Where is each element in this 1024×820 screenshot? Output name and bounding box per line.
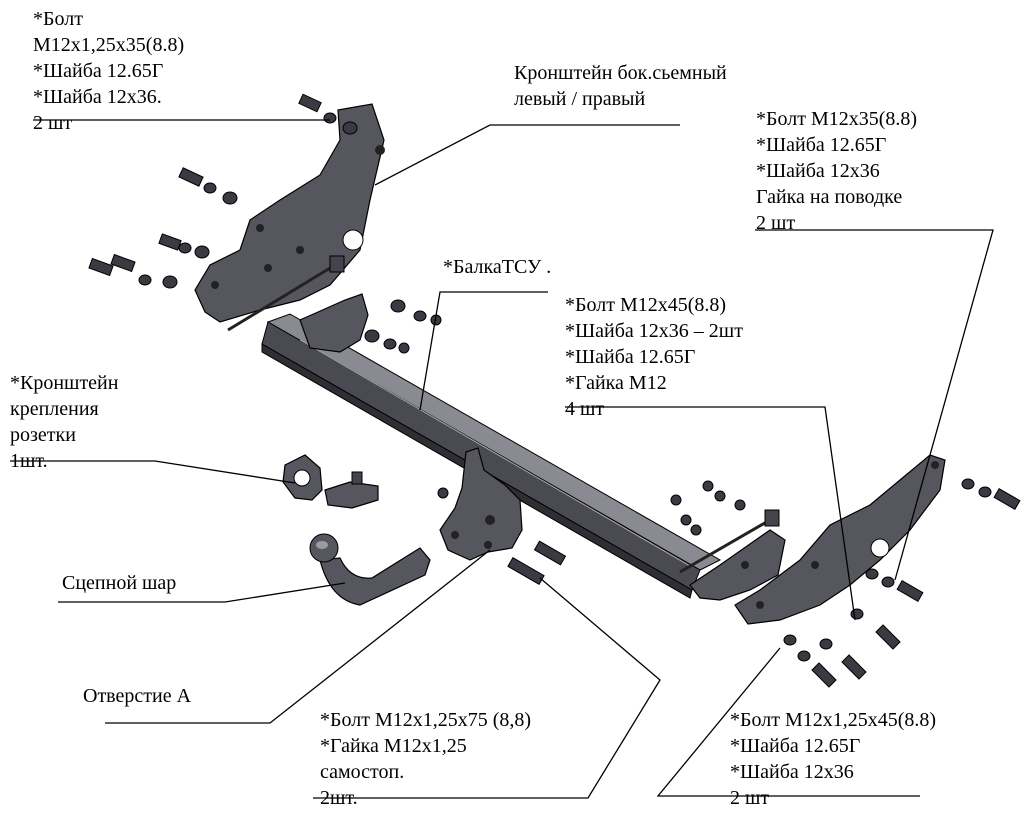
leader-tow-ball: [58, 582, 346, 603]
label-line: М12х1,25х35(8.8): [33, 34, 185, 56]
label-line: *Шайба 12.65Г: [565, 346, 696, 368]
tow-ball: [309, 533, 431, 606]
label-line: 2 шт: [33, 112, 73, 134]
label-line: *Гайка М12х1,25: [320, 735, 467, 757]
leader-right-bolts: [755, 229, 994, 581]
label-line: *Шайба 12х36 – 2шт: [565, 320, 743, 342]
label-line: Сцепной шар: [62, 572, 177, 594]
label-line: Гайка на поводке: [756, 186, 903, 208]
label-line: *Шайба 12.65Г: [33, 60, 164, 82]
label-line: *Болт М12х1,25х45(8.8): [730, 709, 937, 731]
label-line: *Кронштейн: [10, 372, 119, 394]
label-line: Кронштейн бок.сьемный: [514, 62, 727, 84]
label-line: крепления: [10, 398, 99, 420]
label-socket-bracket: *Кронштейн крепления розетки 1шт.: [10, 370, 118, 474]
leader-bottom-right: [656, 647, 920, 797]
label-line: самостоп.: [320, 761, 405, 783]
label-line: *Шайба 12.65Г: [730, 735, 861, 757]
label-tow-ball: Сцепной шар: [62, 570, 176, 596]
label-bottom-center-bolts: *Болт М12х1,25х75 (8,8) *Гайка М12х1,25 …: [320, 707, 531, 811]
label-side-bracket: Кронштейн бок.сьемный левый / правый: [514, 60, 727, 112]
label-line: 2 шт: [730, 787, 770, 809]
label-line: *Гайка М12: [565, 372, 667, 394]
left-side-bracket: [194, 103, 385, 332]
label-line: *Болт М12х45(8.8): [565, 294, 727, 316]
label-line: 4 шт: [565, 398, 605, 420]
label-line: розетки: [10, 424, 76, 446]
label-line: *Болт М12х35(8.8): [756, 108, 918, 130]
leader-lines: [10, 119, 994, 799]
right-side-bracket: [734, 454, 946, 625]
label-right-bolts: *Болт М12х35(8.8) *Шайба 12.65Г *Шайба 1…: [756, 106, 917, 236]
label-line: 1шт.: [10, 450, 48, 472]
leader-bottom-center: [313, 577, 661, 799]
label-line: *БалкаТСУ .: [443, 256, 552, 278]
label-line: 2 шт: [756, 212, 796, 234]
label-top-left-bolts: *Болт М12х1,25х35(8.8) *Шайба 12.65Г *Ша…: [33, 6, 184, 136]
label-line: Отверстие А: [83, 685, 192, 707]
leader-beam: [419, 291, 548, 411]
fasteners: [88, 93, 1021, 688]
leader-side-bracket: [374, 124, 680, 186]
right-beam-plate: [679, 509, 786, 601]
label-line: *Шайба 12х36: [756, 160, 880, 182]
leader-center-bolts: [565, 406, 856, 621]
label-line: *Шайба 12х36: [730, 761, 854, 783]
label-line: 2шт.: [320, 787, 358, 809]
socket-bracket: [282, 454, 379, 509]
label-line: *Шайба 12.65Г: [756, 134, 887, 156]
label-line: *Болт: [33, 8, 83, 30]
label-line: *Шайба 12х36.: [33, 86, 162, 108]
label-hole-a: Отверстие А: [83, 683, 191, 709]
label-center-bolts: *Болт М12х45(8.8) *Шайба 12х36 – 2шт *Ша…: [565, 292, 743, 422]
leader-socket-bracket: [10, 460, 296, 484]
label-line: *Болт М12х1,25х75 (8,8): [320, 709, 532, 731]
label-bottom-right-bolts: *Болт М12х1,25х45(8.8) *Шайба 12.65Г *Ша…: [730, 707, 936, 811]
left-beam-plate: [299, 293, 369, 353]
center-hitch-bracket: [439, 447, 523, 561]
label-beam: *БалкаТСУ .: [443, 254, 551, 280]
leader-hole-a: [105, 549, 491, 724]
label-line: левый / правый: [514, 88, 646, 110]
